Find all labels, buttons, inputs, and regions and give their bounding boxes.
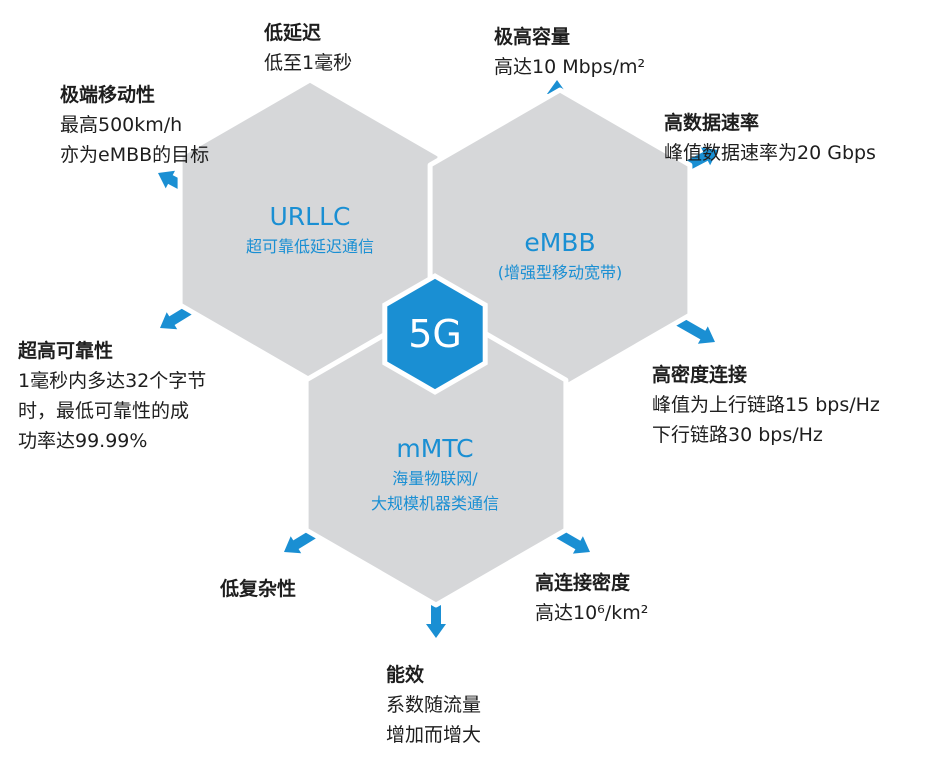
feature-desc: 亦为eMBB的目标	[60, 144, 210, 166]
feature-high-conn-density: 高连接密度 高达10⁶/km²	[535, 568, 648, 628]
feature-title: 低复杂性	[220, 578, 297, 600]
feature-title: 超高可靠性	[18, 340, 114, 362]
urllc-name: URLLC	[269, 202, 351, 231]
feature-desc: 下行链路30 bps/Hz	[652, 424, 823, 446]
feature-high-capacity: 极高容量 高达10 Mbps/m²	[494, 22, 645, 82]
feature-high-data-rate: 高数据速率 峰值数据速率为20 Gbps	[664, 108, 876, 168]
feature-desc: 功率达99.99%	[18, 430, 148, 452]
embb-label: eMBB (增强型移动宽带)	[460, 226, 660, 285]
feature-title: 高连接密度	[535, 572, 631, 594]
feature-title: 高密度连接	[652, 364, 748, 386]
urllc-sub-0: 超可靠低延迟通信	[245, 237, 374, 256]
arrow-high-density	[672, 314, 715, 344]
feature-high-density: 高密度连接 峰值为上行链路15 bps/Hz 下行链路30 bps/Hz	[652, 360, 880, 450]
feature-title: 极高容量	[494, 26, 571, 48]
feature-desc: 时，最低可靠性的成	[18, 400, 190, 422]
feature-ultra-reliability: 超高可靠性 1毫秒内多达32个字节 时，最低可靠性的成 功率达99.99%	[18, 336, 206, 456]
center-hex-shape	[382, 273, 488, 395]
urllc-label: URLLC 超可靠低延迟通信	[210, 200, 410, 259]
embb-sub-0: (增强型移动宽带)	[497, 263, 623, 282]
feature-desc: 高达10⁶/km²	[535, 602, 649, 624]
arrow-energy-efficiency	[426, 594, 446, 638]
feature-title: 高数据速率	[664, 112, 760, 134]
feature-desc: 系数随流量	[386, 694, 482, 716]
feature-title: 能效	[386, 664, 425, 686]
mmtc-sub-0: 海量物联网/	[392, 469, 478, 488]
feature-desc: 峰值为上行链路15 bps/Hz	[652, 394, 880, 416]
feature-energy-efficiency: 能效 系数随流量 增加而增大	[386, 660, 481, 750]
feature-low-latency: 低延迟 低至1毫秒	[264, 18, 352, 78]
feature-extreme-mobility: 极端移动性 最高500km/h 亦为eMBB的目标	[60, 80, 209, 170]
hex-mmtc-shape	[303, 302, 569, 608]
embb-name: eMBB	[524, 228, 596, 257]
feature-low-complexity: 低复杂性	[220, 574, 296, 604]
feature-desc: 1毫秒内多达32个字节	[18, 370, 207, 392]
feature-desc: 峰值数据速率为20 Gbps	[664, 142, 876, 164]
feature-desc: 最高500km/h	[60, 114, 183, 136]
feature-title: 低延迟	[264, 22, 322, 44]
feature-title: 极端移动性	[60, 84, 156, 106]
mmtc-name: mMTC	[396, 434, 474, 463]
center-label: 5G	[408, 312, 462, 356]
feature-desc: 低至1毫秒	[264, 52, 353, 74]
feature-desc: 高达10 Mbps/m²	[494, 56, 646, 78]
mmtc-sub-1: 大规模机器类通信	[370, 494, 499, 513]
feature-desc: 增加而增大	[386, 724, 482, 746]
mmtc-label: mMTC 海量物联网/ 大规模机器类通信	[335, 432, 535, 516]
